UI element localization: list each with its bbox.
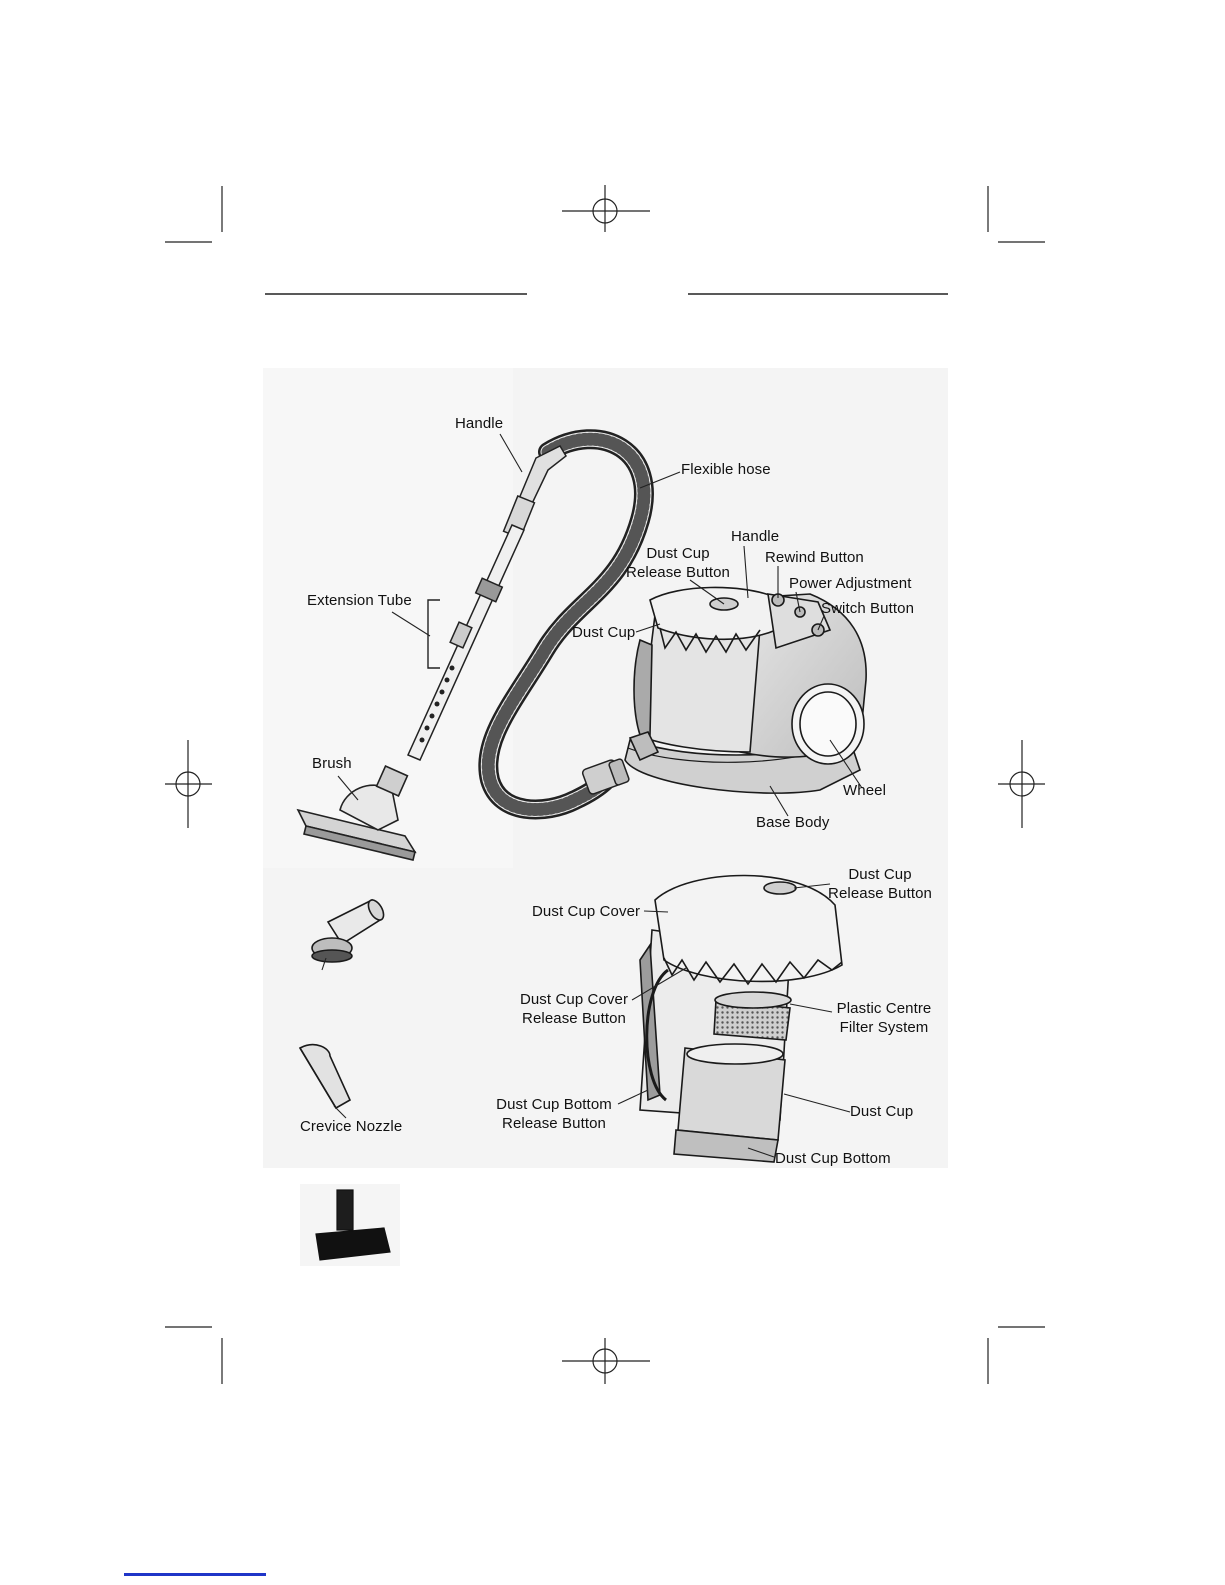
upholstery-tool-drawing [300,1184,400,1266]
label-filter-system-line2: Filter System [839,1019,929,1036]
label-dust-cup-cover: Dust Cup Cover [532,903,641,920]
crop-marks [165,186,1045,1384]
label-wheel: Wheel [843,782,887,799]
main-body-drawing [624,586,867,794]
label-filter-system-line1: Plastic Centre [836,1000,932,1017]
label-dust-cup-release: Dust Cup Release Button [620,544,736,582]
label-cover-release: Dust Cup Cover Release Button [512,990,636,1028]
label-dust-cup-main: Dust Cup [572,624,636,641]
label-flexible-hose: Flexible hose [681,461,771,478]
label-power-adjustment: Power Adjustment [789,575,912,592]
extension-tube-bracket [427,599,440,669]
footer-accent-bar [124,1573,266,1576]
label-handle-top: Handle [455,415,504,432]
label-bottom-release: Dust Cup Bottom Release Button [490,1095,618,1133]
flexible-hose-drawing [478,429,654,820]
label-handle-body: Handle [731,528,780,545]
label-brush: Brush [312,755,352,772]
label-bottom-release-line1: Dust Cup Bottom [496,1096,612,1113]
label-rewind-button: Rewind Button [765,549,864,566]
extension-tube-drawing [406,524,526,761]
label-switch-button: Switch Button [821,600,915,617]
tube-holes [419,665,455,743]
label-dust-cup-release-line2: Release Button [626,564,730,581]
label-dust-cup-exploded: Dust Cup [850,1103,914,1120]
crevice-nozzle-drawing [298,1043,352,1110]
registration-mark-icon [165,185,1045,1384]
label-dust-cup-bottom: Dust Cup Bottom [775,1150,891,1167]
label-cup-release-2-line2: Release Button [828,885,932,902]
label-filter-system: Plastic Centre Filter System [832,999,936,1037]
label-extension-tube: Extension Tube [307,592,412,609]
label-cover-release-line1: Dust Cup Cover [519,991,629,1008]
leader-lines [321,433,863,1158]
exploded-dust-cup-drawing [639,874,843,1163]
label-dust-cup-release-line1: Dust Cup [646,545,710,562]
label-crevice-nozzle: Crevice Nozzle [300,1118,403,1135]
label-bottom-release-line2: Release Button [502,1115,606,1132]
label-cup-release-2-line1: Dust Cup [848,866,912,883]
label-cup-release-2: Dust Cup Release Button [822,865,938,903]
label-cover-release-line2: Release Button [522,1010,626,1027]
label-base-body: Base Body [756,814,830,831]
hose-connector [581,758,630,795]
dusting-brush-drawing [300,890,460,978]
